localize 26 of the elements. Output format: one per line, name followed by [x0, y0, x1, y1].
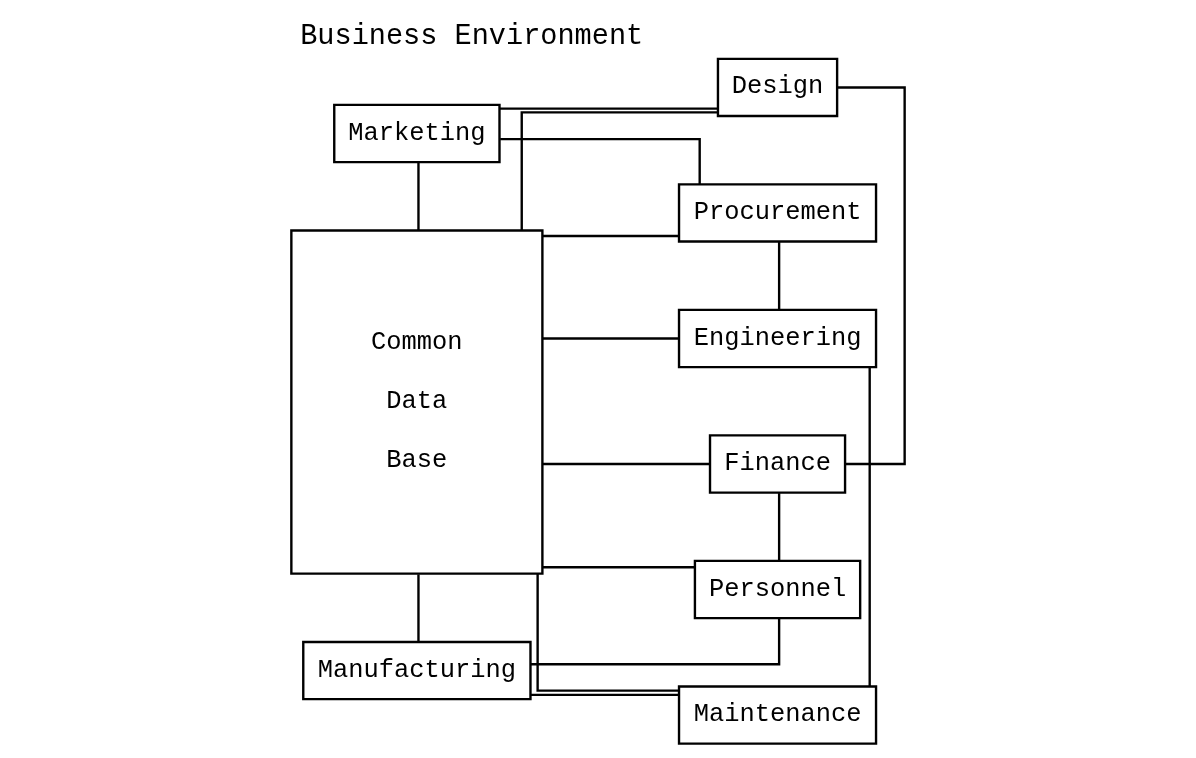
- connector: [530, 618, 781, 666]
- node-box: Engineering: [677, 308, 878, 369]
- connector: [542, 234, 679, 238]
- node-box: Procurement: [677, 183, 878, 243]
- node-box: Maintenance: [677, 685, 878, 745]
- connector: [500, 137, 701, 185]
- node-box: Common Data Base: [290, 229, 544, 575]
- connector: [542, 566, 695, 569]
- connector: [542, 337, 679, 340]
- connector: [868, 367, 871, 686]
- node-box: Design: [716, 57, 839, 118]
- connector: [777, 493, 781, 561]
- node-box: Manufacturing: [302, 640, 532, 701]
- connector: [520, 111, 718, 231]
- connector: [499, 107, 718, 110]
- connector: [417, 162, 420, 231]
- connector: [837, 86, 906, 466]
- node-box: Marketing: [333, 103, 501, 164]
- connector: [536, 573, 679, 692]
- connector: [417, 574, 420, 642]
- connector: [530, 693, 679, 697]
- node-box: Personnel: [693, 559, 862, 620]
- diagram-title: Business Environment: [300, 19, 644, 53]
- connector: [777, 242, 781, 310]
- node-box: Finance: [708, 434, 847, 494]
- connector: [542, 462, 710, 466]
